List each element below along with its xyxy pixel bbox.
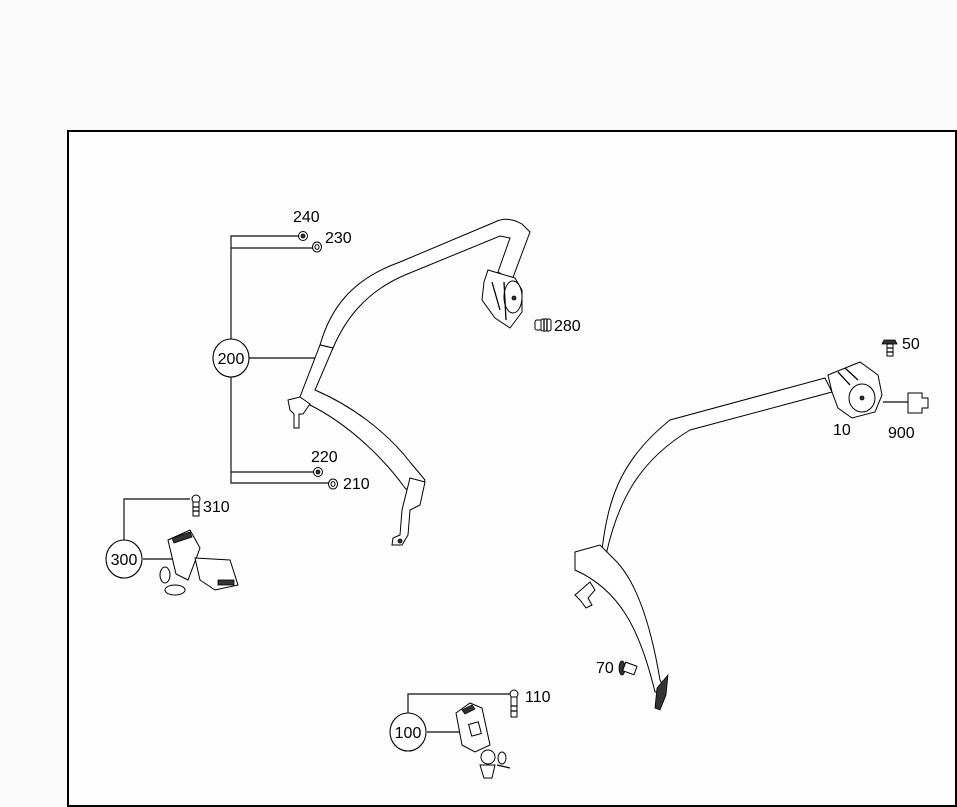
assembly-300-group: 300 310 (105, 494, 239, 596)
end-fitting-icon (654, 673, 669, 711)
callout-100-label: 100 (395, 725, 422, 742)
part-50-label: 50 (902, 336, 920, 353)
connector-icon (907, 392, 929, 414)
callout-100[interactable]: 100 (389, 712, 427, 752)
leader-300 (123, 498, 190, 560)
leader-200-top (230, 235, 316, 341)
buckle-icon (455, 702, 511, 779)
callout-300-label: 300 (111, 552, 138, 569)
leader-200-bottom (230, 375, 330, 484)
nut-icon (298, 231, 308, 241)
belt-webbing-right[interactable] (601, 377, 833, 557)
right-belt-group: 10 900 50 70 (574, 336, 929, 711)
anchor-bracket-icon (574, 581, 596, 609)
callout-300-circle (105, 539, 143, 579)
nut-icon (313, 467, 323, 477)
washer-icon (312, 241, 322, 253)
bolt-icon (509, 689, 519, 718)
part-900-label: 900 (888, 425, 915, 442)
retractor-icon (481, 269, 523, 329)
belt-webbing-left[interactable] (319, 218, 531, 349)
leader-100 (407, 693, 510, 733)
part-220-label: 220 (311, 449, 338, 466)
assembly-100-group: 100 110 (389, 689, 551, 779)
bolt-icon (191, 494, 201, 517)
end-fitting-icon (391, 477, 426, 546)
bolt-icon (618, 660, 638, 676)
callout-200-label: 200 (218, 351, 245, 368)
washer-icon (328, 478, 338, 490)
part-70-label: 70 (596, 660, 614, 677)
retractor-icon (827, 361, 883, 419)
belt-webbing-left-lower[interactable] (297, 344, 426, 501)
part-240-label: 240 (293, 209, 320, 226)
bolt-icon (881, 339, 898, 357)
part-310-label: 310 (203, 499, 230, 516)
callout-100-circle (389, 712, 427, 752)
assembly-200-group: 200 240 230 220 210 (212, 209, 581, 546)
part-10-label: 10 (833, 422, 851, 439)
callout-200[interactable]: 200 (212, 338, 250, 378)
part-280-label: 280 (554, 318, 581, 335)
anchor-bracket-icon (287, 396, 311, 429)
part-230-label: 230 (325, 230, 352, 247)
callout-200-circle (212, 338, 250, 378)
buckle-icon (159, 529, 239, 596)
part-210-label: 210 (343, 476, 370, 493)
part-110-label: 110 (525, 689, 551, 706)
bolt-icon (534, 318, 552, 332)
callout-300[interactable]: 300 (105, 539, 143, 579)
